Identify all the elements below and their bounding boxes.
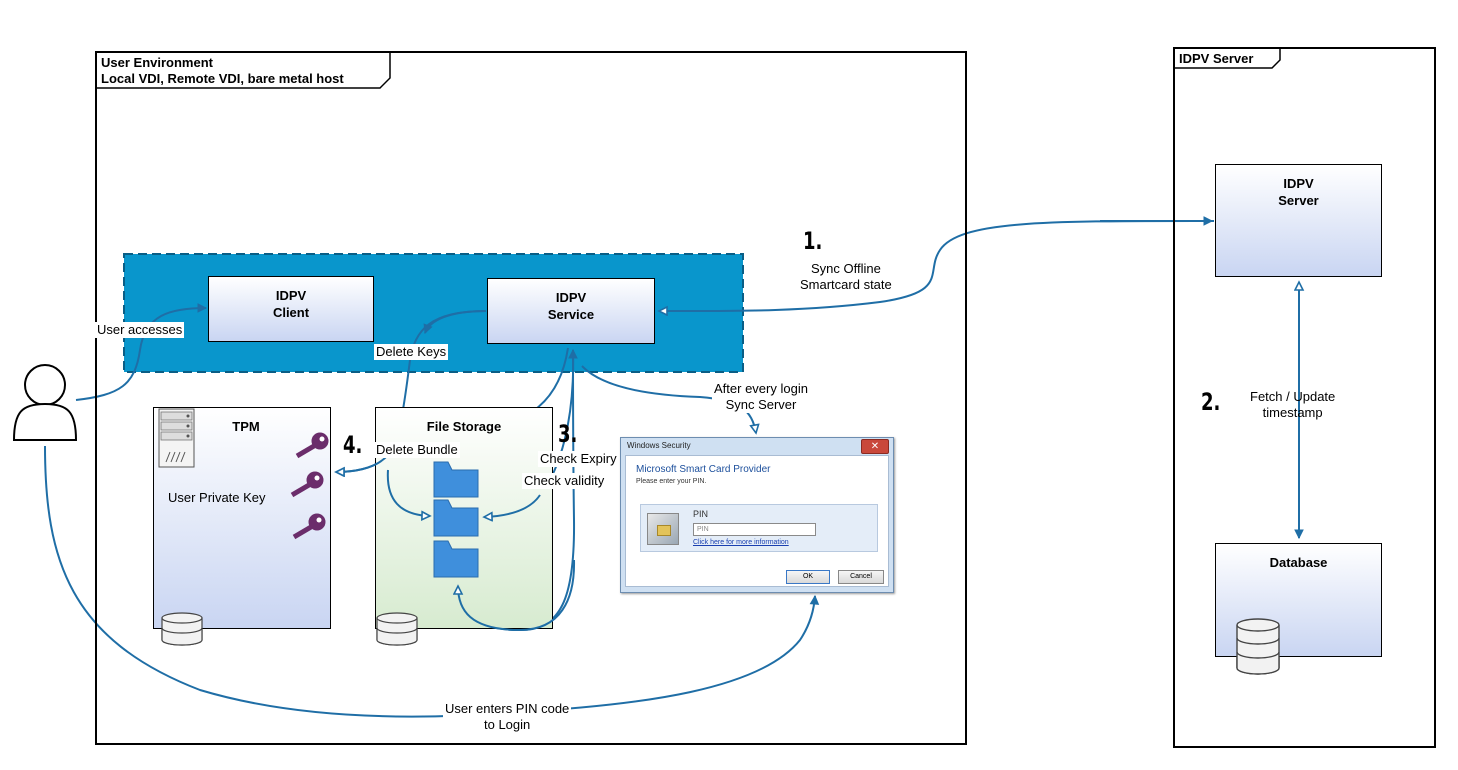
user-environment-title-line2: Local VDI, Remote VDI, bare metal host — [101, 71, 344, 86]
file-storage-label: File Storage — [426, 419, 502, 434]
label-user-accesses: User accesses — [95, 322, 185, 338]
step-2: 2. — [1201, 388, 1221, 416]
idpv-server-frame-title: IDPV Server — [1179, 51, 1254, 66]
label-pin-login-line1: User enters PIN code — [445, 701, 570, 716]
label-sync-offline-line1: Sync Offline — [810, 261, 881, 276]
user-icon — [12, 364, 78, 441]
label-after-login-line2: Sync Server — [725, 397, 797, 412]
idpv-server-box: IDPV Server — [1215, 164, 1382, 277]
label-sync-offline-line2: Smartcard state — [800, 277, 892, 292]
label-check-validity: Check validity — [522, 473, 607, 489]
pin-input[interactable]: PIN — [693, 523, 816, 536]
connector-after-login — [581, 365, 756, 433]
windows-security-dialog: Windows Security ✕ Microsoft Smart Card … — [620, 437, 894, 593]
tpm-label: TPM — [232, 419, 260, 434]
step-4: 4. — [343, 431, 363, 459]
idpv-service-box: IDPV Service — [487, 278, 655, 344]
dialog-window-title: Windows Security — [627, 441, 691, 450]
label-pin-login: User enters PIN code to Login — [443, 701, 572, 733]
idpv-server-tab-outline — [1174, 48, 1281, 69]
label-fetch-update-line1: Fetch / Update — [1250, 389, 1336, 404]
label-fetch-update: Fetch / Update timestamp — [1250, 389, 1335, 421]
card-chip-icon — [657, 525, 671, 536]
label-fetch-update-line2: timestamp — [1262, 405, 1323, 420]
database-label: Database — [1269, 555, 1328, 570]
label-after-login-line1: After every login — [714, 381, 808, 396]
close-icon[interactable]: ✕ — [861, 439, 889, 454]
more-info-link[interactable]: Click here for more information — [693, 539, 789, 546]
tpm-user-private-key: User Private Key — [168, 490, 266, 505]
dialog-body: Microsoft Smart Card Provider Please ent… — [625, 455, 889, 587]
cancel-button[interactable]: Cancel — [838, 570, 884, 584]
ok-button[interactable]: OK — [786, 570, 830, 584]
idpv-client-label-line1: IDPV — [275, 288, 307, 303]
label-sync-offline: Sync Offline Smartcard state — [800, 261, 892, 293]
file-storage-box: File Storage — [375, 407, 553, 629]
connector-service-loop — [423, 310, 487, 335]
smart-card-icon — [647, 513, 679, 545]
connector-server-to-service — [659, 219, 1215, 311]
connector-pin-login — [44, 445, 820, 718]
dialog-heading: Microsoft Smart Card Provider — [636, 464, 771, 475]
tpm-box: TPM — [153, 407, 331, 629]
dialog-pin-panel: PIN PIN Click here for more information — [640, 504, 878, 552]
idpv-service-label-line2: Service — [547, 307, 595, 322]
idpv-service-label-line1: IDPV — [555, 290, 587, 305]
label-delete-keys: Delete Keys — [374, 344, 449, 360]
idpv-client-box: IDPV Client — [208, 276, 374, 342]
idpv-server-label-line1: IDPV — [1283, 176, 1314, 191]
idpv-server-label-line2: Server — [1278, 193, 1319, 208]
step-1: 1. — [803, 227, 823, 255]
label-pin-login-line2: to Login — [484, 717, 531, 732]
label-check-expiry: Check Expiry — [538, 451, 619, 467]
pin-label: PIN — [693, 509, 709, 519]
label-after-login: After every login Sync Server — [712, 381, 810, 413]
user-environment-title: User Environment Local VDI, Remote VDI, … — [97, 53, 348, 89]
step-3: 3. — [558, 420, 578, 448]
dialog-subheading: Please enter your PIN. — [636, 478, 707, 485]
user-environment-title-line1: User Environment — [101, 55, 213, 70]
user-environment-frame: User Environment Local VDI, Remote VDI, … — [95, 51, 967, 745]
label-delete-bundle: Delete Bundle — [374, 442, 460, 458]
idpv-client-label-line2: Client — [272, 305, 310, 320]
database-box: Database — [1215, 543, 1382, 657]
user-environment-tab-outline — [96, 52, 391, 89]
idpv-server-frame: IDPV Server — [1173, 47, 1436, 748]
connector-user-to-client — [75, 303, 208, 401]
